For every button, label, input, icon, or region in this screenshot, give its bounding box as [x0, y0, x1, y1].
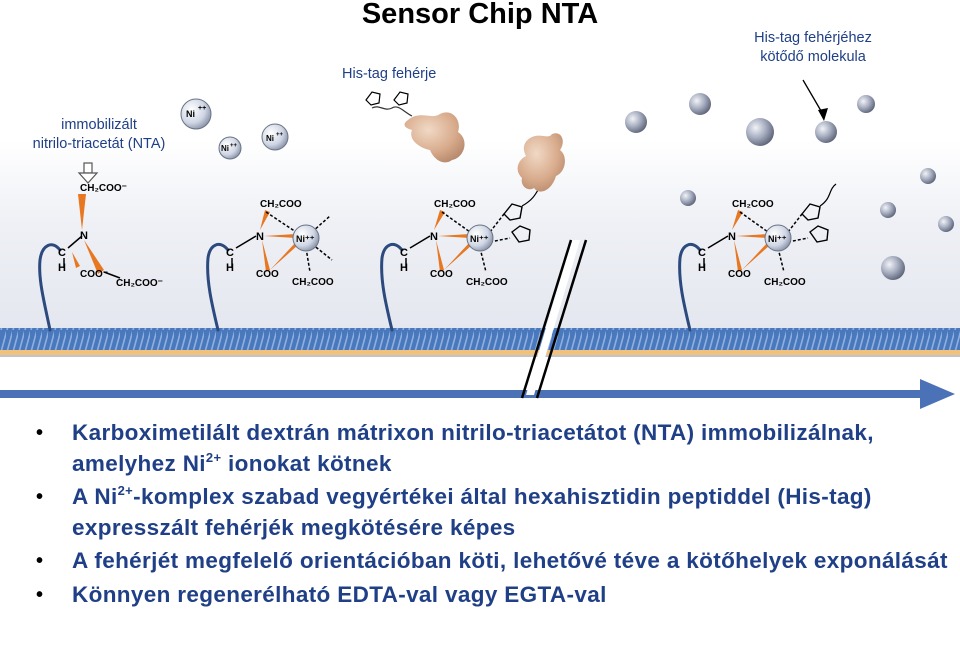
- bullet-text: A Ni: [72, 484, 118, 509]
- h-atom-4: H: [698, 262, 706, 274]
- bullet-text: A fehérjét megfelelő orientációban köti,…: [72, 548, 948, 573]
- ch2coo-bottom-3: CH₂COO: [466, 277, 508, 288]
- ni-label-2: Ni⁺⁺: [296, 234, 315, 244]
- ch2coo-top-1: CH₂COO⁻: [80, 183, 127, 194]
- bullet-dot-icon: •: [36, 422, 44, 444]
- nta-ni-complex-2: Ni⁺⁺ CH₂COO N C H COO CH₂COO: [226, 199, 334, 288]
- c-atom-2: C: [226, 247, 234, 259]
- h-atom-2: H: [226, 262, 234, 274]
- ni-label-4: Ni⁺⁺: [768, 234, 787, 244]
- nta-label-line1: immobilizált: [61, 117, 137, 133]
- bullet-dot-icon: •: [36, 550, 44, 572]
- free-ni-ions: Ni ++ Ni ++ Ni ++: [180, 98, 289, 160]
- binding-label-line2: kötődő molekula: [760, 49, 866, 65]
- dextran-chains: [38, 242, 702, 332]
- ni-ion-3: Ni: [266, 134, 274, 143]
- coo-4: COO: [728, 269, 751, 280]
- bullet-item: • Könnyen regenerélható EDTA-val vagy EGT…: [36, 580, 952, 611]
- nta-molecule-1: CH₂COO⁻ N C H COO⁻ CH₂COO⁻: [58, 183, 163, 289]
- ni-ion-1: Ni: [186, 109, 195, 119]
- histag-protein-free: [365, 91, 465, 163]
- c-atom-1: C: [58, 247, 66, 259]
- binding-molecule-label: His-tag fehérjéhez kötődő molekula: [720, 29, 906, 67]
- insertion-arrow: [77, 162, 99, 184]
- c-atom-4: C: [698, 247, 706, 259]
- bullet-item: • A fehérjét megfelelő orientációban köti…: [36, 546, 952, 577]
- coo-3: COO: [430, 269, 453, 280]
- coo-1: COO⁻: [80, 269, 108, 280]
- bullet-text-tail: -komplex szabad vegyértékei által hexahi…: [72, 484, 872, 540]
- c-atom-3: C: [400, 247, 408, 259]
- pointer-arrow: [802, 79, 828, 121]
- ni-label-3: Ni⁺⁺: [470, 234, 489, 244]
- bullet-list: • Karboximetilált dextrán mátrixon nitril…: [36, 418, 952, 613]
- bullet-item: • Karboximetilált dextrán mátrixon nitril…: [36, 418, 952, 479]
- n-atom-3: N: [430, 231, 438, 243]
- histag-protein-label: His-tag fehérje: [342, 66, 437, 82]
- nta-ni-his-complex-4: Ni⁺⁺ CH₂COO N C H COO CH₂COO: [698, 183, 837, 288]
- bullet-sup: 2+: [205, 449, 222, 465]
- histag-protein-bound: [517, 133, 565, 192]
- ni-ion-2: Ni: [221, 144, 229, 153]
- nta-label-line2: nitrilo-triacetát (NTA): [32, 136, 166, 152]
- page-title: Sensor Chip NTA: [361, 0, 599, 30]
- bullet-text: Könnyen regenerélható EDTA-val vagy EGTA…: [72, 581, 607, 607]
- ni-ion-2-charge: ++: [230, 143, 238, 149]
- sensor-chip-diagram: CH₂COO⁻ N C H COO⁻ CH₂COO⁻ Ni⁺⁺ CH₂COO N…: [0, 79, 960, 409]
- sensor-surface-layer: [0, 328, 960, 350]
- n-atom-1: N: [80, 230, 88, 242]
- nta-label: immobilizált nitrilo-triacetát (NTA): [0, 116, 198, 154]
- ni-ion-1-charge: ++: [198, 105, 206, 112]
- axis-break: [520, 239, 588, 399]
- base-layer: [0, 355, 960, 357]
- ch2coo-bottom-2: CH₂COO: [292, 277, 334, 288]
- bullet-text-tail: ionokat kötnek: [221, 450, 392, 476]
- bullet-item: • A Ni2+-komplex szabad vegyértékei által…: [36, 482, 952, 543]
- binding-molecules: [625, 93, 954, 280]
- nta-ni-his-complex-3: Ni⁺⁺ CH₂COO N C H COO CH₂COO: [400, 177, 549, 288]
- bullet-text: Karboximetilált dextrán mátrixon nitrilo…: [72, 420, 874, 476]
- ch2coo-bottom-4: CH₂COO: [764, 277, 806, 288]
- gold-layer: [0, 350, 960, 355]
- ch2coo-top-2: CH₂COO: [260, 199, 302, 210]
- h-atom-3: H: [400, 262, 408, 274]
- ch2coo-bottom-1: CH₂COO⁻: [116, 278, 163, 289]
- n-atom-4: N: [728, 231, 736, 243]
- bullet-dot-icon: •: [36, 583, 44, 606]
- h-atom-1: H: [58, 262, 66, 274]
- ch2coo-top-3: CH₂COO: [434, 199, 476, 210]
- bullet-sup: 2+: [117, 483, 134, 498]
- n-atom-2: N: [256, 231, 264, 243]
- binding-label-line1: His-tag fehérjéhez: [754, 30, 872, 46]
- ch2coo-top-4: CH₂COO: [732, 199, 774, 210]
- coo-2: COO: [256, 269, 279, 280]
- bullet-dot-icon: •: [36, 486, 44, 508]
- progress-arrow: [0, 379, 955, 409]
- ni-ion-3-charge: ++: [276, 132, 284, 138]
